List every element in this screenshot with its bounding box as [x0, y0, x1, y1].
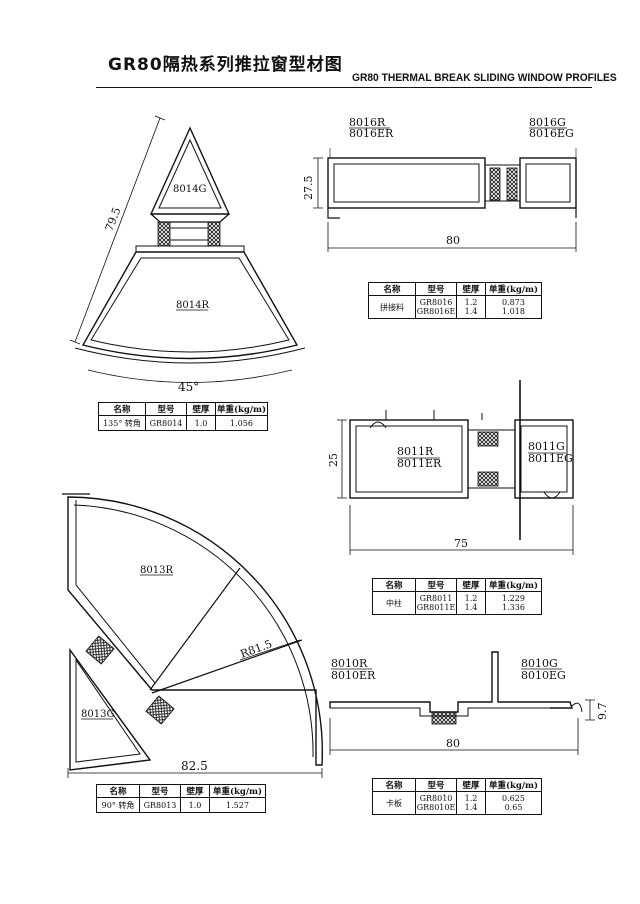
- col-thickness: 壁厚: [180, 784, 210, 798]
- label-8013g: 8013G: [81, 709, 114, 720]
- cell-weight: 1.056: [215, 415, 268, 431]
- profile-8013r-outline: [67, 496, 324, 766]
- label-8016g: 8016G: [529, 116, 566, 129]
- cell-model: GR8016E: [416, 307, 456, 316]
- cell-thickness: 1.4: [464, 307, 478, 316]
- profile-8013g-outline: [69, 647, 152, 771]
- dim-8016-height: 27.5: [302, 176, 315, 201]
- dim-8011-width: 75: [454, 537, 468, 550]
- cell-model: GR8011E: [416, 603, 456, 612]
- cell-thickness: 1.4: [464, 603, 478, 612]
- cell-weight: 0.873: [502, 298, 525, 307]
- dim-8014-length: 79.5: [103, 206, 124, 234]
- cell-thickness: 1.2: [464, 794, 478, 803]
- col-weight: 单重(kg/m): [209, 784, 266, 798]
- label-8014r: 8014R: [176, 300, 209, 311]
- col-thickness: 壁厚: [186, 402, 216, 416]
- col-name: 名称: [96, 784, 140, 798]
- col-name: 名称: [372, 778, 416, 792]
- spec-table-8014: 名称 型号 壁厚 单重(kg/m) 135° 转角 GR8014 1.0 1.0…: [98, 402, 268, 431]
- profile-8010: [329, 651, 595, 755]
- cell-model: GR8014: [145, 415, 187, 431]
- cell-model: GR8011: [419, 594, 453, 603]
- dim-8016-width: 80: [446, 234, 460, 247]
- cell-weight: 1.336: [502, 603, 525, 612]
- cell-weight: 1.018: [502, 307, 525, 316]
- col-weight: 单重(kg/m): [485, 282, 542, 296]
- profile-8014g-outline: [149, 126, 231, 215]
- cell-model: GR8010E: [416, 803, 456, 812]
- col-model: 型号: [415, 778, 457, 792]
- cell-thickness: 1.4: [464, 803, 478, 812]
- dim-8010-height: 9.7: [596, 703, 609, 721]
- label-8010eg: 8010EG: [521, 669, 566, 682]
- label-8013r: 8013R: [140, 565, 173, 576]
- label-8010g: 8010G: [521, 657, 558, 670]
- label-8011g: 8011G: [528, 440, 565, 453]
- cell-model: GR8010: [419, 794, 453, 803]
- profile-8011: [337, 380, 574, 555]
- label-8011r: 8011R: [397, 445, 434, 458]
- cell-name: 90° 转角: [96, 797, 140, 813]
- col-weight: 单重(kg/m): [485, 578, 542, 592]
- cell-model: GR8016: [419, 298, 453, 307]
- profile-8014: [69, 115, 306, 383]
- label-8011eg: 8011EG: [528, 452, 573, 465]
- cell-weight: 0.65: [504, 803, 523, 812]
- dim-8011-height: 25: [327, 453, 340, 467]
- col-weight: 单重(kg/m): [215, 402, 268, 416]
- profile-8014r-outline: [81, 251, 299, 360]
- dim-8013-radius: R81.5: [239, 637, 274, 660]
- col-name: 名称: [368, 282, 416, 296]
- label-8010er: 8010ER: [331, 669, 376, 682]
- cell-model: GR8013: [139, 797, 181, 813]
- col-thickness: 壁厚: [456, 282, 486, 296]
- label-8016er: 8016ER: [349, 127, 394, 140]
- cell-name: 拼接料: [368, 295, 416, 319]
- label-8016r: 8016R: [349, 116, 386, 129]
- title-divider: [96, 87, 592, 88]
- cell-weight: 0.625: [502, 794, 525, 803]
- col-model: 型号: [415, 578, 457, 592]
- dim-8010-width: 80: [446, 737, 460, 750]
- cell-thickness: 1.0: [180, 797, 210, 813]
- cell-name: 卡板: [372, 791, 416, 815]
- col-thickness: 壁厚: [456, 578, 486, 592]
- col-model: 型号: [145, 402, 187, 416]
- cell-name: 135° 转角: [98, 415, 146, 431]
- dim-8014-angle: 45°: [178, 380, 199, 394]
- page-title: GR80隔热系列推拉窗型材图: [108, 55, 343, 75]
- col-weight: 单重(kg/m): [485, 778, 542, 792]
- col-model: 型号: [139, 784, 181, 798]
- label-8010r: 8010R: [331, 657, 368, 670]
- label-8011er: 8011ER: [397, 457, 442, 470]
- col-name: 名称: [372, 578, 416, 592]
- cell-weight: 1.527: [209, 797, 266, 813]
- cell-thickness: 1.2: [464, 594, 478, 603]
- cell-name: 中柱: [372, 591, 416, 615]
- profile-8016: [313, 148, 577, 252]
- col-model: 型号: [415, 282, 457, 296]
- col-thickness: 壁厚: [456, 778, 486, 792]
- profile-8013: [62, 493, 324, 778]
- label-8016eg: 8016EG: [529, 127, 574, 140]
- col-name: 名称: [98, 402, 146, 416]
- label-8014g: 8014G: [173, 184, 206, 195]
- cell-thickness: 1.0: [186, 415, 216, 431]
- cell-thickness: 1.2: [464, 298, 478, 307]
- spec-table-8013: 名称 型号 壁厚 单重(kg/m) 90° 转角 GR8013 1.0 1.52…: [96, 784, 266, 813]
- dim-8013-width: 82.5: [181, 759, 208, 773]
- cell-weight: 1.229: [502, 594, 525, 603]
- page-subtitle: GR80 THERMAL BREAK SLIDING WINDOW PROFIL…: [352, 72, 617, 84]
